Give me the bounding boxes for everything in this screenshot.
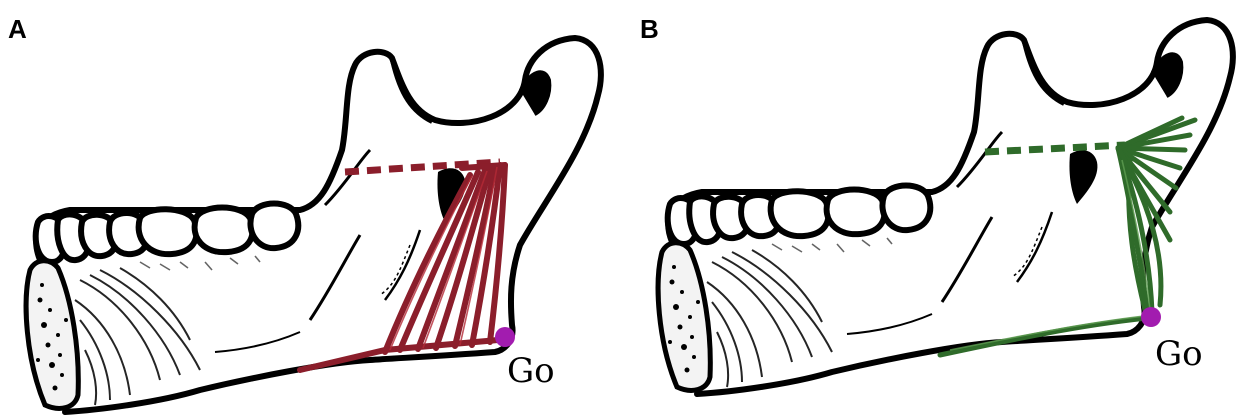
gonion-label-b: Go <box>1155 334 1203 374</box>
panel-b: B Go <box>640 14 1233 394</box>
gonion-point-b <box>1141 307 1161 327</box>
gonion-label-a: Go <box>507 351 555 391</box>
dashed-reference-line-b <box>985 145 1125 152</box>
gonion-point-a <box>495 327 515 347</box>
muscle-fibers-a <box>300 165 505 370</box>
panel-label-b: B <box>640 14 659 44</box>
panel-label-a: A <box>8 14 27 44</box>
panel-a: A Go <box>8 14 601 412</box>
